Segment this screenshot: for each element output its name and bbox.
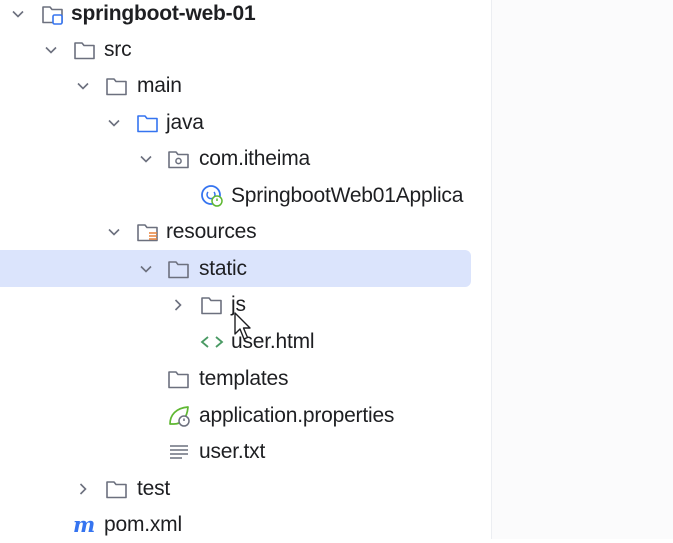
file-label: SpringbootWeb01Applica xyxy=(231,184,464,207)
tree-row-static[interactable]: static xyxy=(0,250,471,287)
folder-label: resources xyxy=(166,220,257,243)
file-label: user.txt xyxy=(199,440,266,463)
chevron-down-icon[interactable] xyxy=(106,213,122,250)
package-icon xyxy=(166,140,192,177)
tree-row-templates[interactable]: templates xyxy=(0,360,491,397)
folder-icon xyxy=(166,250,192,287)
tree-row-package[interactable]: com.itheima xyxy=(0,140,491,177)
folder-label: templates xyxy=(199,367,289,390)
tree-row-test[interactable]: test xyxy=(0,470,491,507)
chevron-down-icon[interactable] xyxy=(10,0,26,32)
folder-icon xyxy=(166,360,192,397)
spring-boot-class-icon xyxy=(199,177,225,214)
tree-row-app-properties[interactable]: application.properties xyxy=(0,397,491,434)
svg-text:m: m xyxy=(73,513,95,537)
source-folder-icon xyxy=(135,104,161,141)
chevron-right-icon[interactable] xyxy=(75,470,91,507)
folder-icon xyxy=(104,470,130,507)
tree-row-root[interactable]: springboot-web-01 xyxy=(0,0,491,32)
chevron-down-icon[interactable] xyxy=(138,140,154,177)
tree-row-resources[interactable]: resources xyxy=(0,213,491,250)
file-label: user.html xyxy=(231,330,315,353)
html-file-icon xyxy=(199,323,225,360)
resources-folder-icon xyxy=(135,213,161,250)
editor-area-edge xyxy=(491,0,673,539)
maven-icon: m xyxy=(72,506,98,543)
chevron-down-icon[interactable] xyxy=(75,67,91,104)
folder-label: src xyxy=(104,38,132,61)
tree-row-java[interactable]: java xyxy=(0,104,491,141)
root-module-label: springboot-web-01 xyxy=(71,2,256,25)
tree-row-main[interactable]: main xyxy=(0,67,491,104)
tree-row-app-class[interactable]: SpringbootWeb01Applica xyxy=(0,177,491,214)
file-label: application.properties xyxy=(199,404,395,427)
folder-icon xyxy=(104,67,130,104)
folder-label: main xyxy=(137,74,182,97)
tree-row-js[interactable]: js xyxy=(0,286,491,323)
chevron-down-icon[interactable] xyxy=(43,31,59,68)
file-label: pom.xml xyxy=(104,513,182,536)
package-label: com.itheima xyxy=(199,147,311,170)
folder-label: js xyxy=(231,293,246,316)
folder-label: static xyxy=(199,257,247,280)
tree-row-pom[interactable]: m pom.xml xyxy=(0,506,491,543)
chevron-down-icon[interactable] xyxy=(138,250,154,287)
chevron-down-icon[interactable] xyxy=(106,104,122,141)
folder-label: java xyxy=(166,111,204,134)
text-file-icon xyxy=(166,433,192,470)
folder-icon xyxy=(199,286,225,323)
mouse-cursor-icon xyxy=(234,312,251,340)
module-folder-icon xyxy=(40,0,66,32)
tree-row-src[interactable]: src xyxy=(0,31,491,68)
folder-label: test xyxy=(137,477,171,500)
chevron-right-icon[interactable] xyxy=(170,286,186,323)
tree-row-user-html[interactable]: user.html xyxy=(0,323,491,360)
tree-row-user-txt[interactable]: user.txt xyxy=(0,433,491,470)
folder-icon xyxy=(72,31,98,68)
spring-properties-icon xyxy=(166,397,192,434)
